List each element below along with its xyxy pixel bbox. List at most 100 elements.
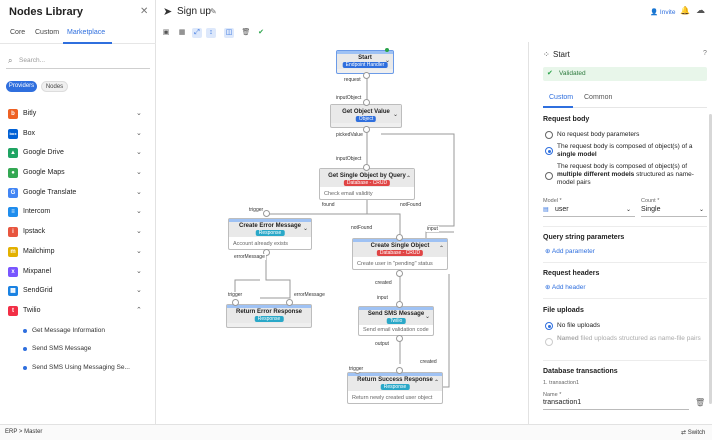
chevron-down-icon[interactable]: ⌄ xyxy=(136,208,142,216)
tab-common-props[interactable]: Common xyxy=(584,94,613,101)
node-start[interactable]: Start Endpoint Handler ⌄ xyxy=(336,48,394,74)
trash-icon[interactable]: 🗑 xyxy=(241,29,251,36)
model-select[interactable]: user xyxy=(555,206,569,213)
port-return-error-message[interactable] xyxy=(286,299,293,306)
provider-node-item[interactable]: Send SMS Using Messaging Se... xyxy=(0,359,156,378)
radio-multiple-models[interactable] xyxy=(545,172,553,180)
cloud-icon[interactable]: ☁ xyxy=(696,5,705,15)
count-select[interactable]: Single xyxy=(641,206,661,213)
add-parameter-button[interactable]: ⊕ Add parameter xyxy=(545,248,595,255)
chevron-down-icon[interactable]: ⌄ xyxy=(136,287,142,295)
vertical-align-icon[interactable]: ↕ xyxy=(206,28,216,38)
chevron-down-icon[interactable]: ⌄ xyxy=(699,207,705,213)
tab-custom-props[interactable]: Custom xyxy=(549,94,574,101)
provider-node-item[interactable]: Get Message Information xyxy=(0,322,156,341)
port-return-success-input[interactable] xyxy=(396,367,403,374)
radio-single-model[interactable] xyxy=(545,147,553,155)
panel-tabs: Custom Common xyxy=(543,90,707,108)
tab-marketplace[interactable]: Marketplace xyxy=(67,29,106,36)
node-create-error-message[interactable]: Create Error Message Response ⌄ Account … xyxy=(228,218,312,250)
transaction-name-input[interactable]: transaction1 xyxy=(543,399,582,406)
port-create-single-in[interactable] xyxy=(396,234,403,241)
drag-handle-icon[interactable]: ⁘ xyxy=(543,50,550,59)
bell-icon[interactable]: 🔔 xyxy=(680,6,690,15)
chevron-down-icon[interactable]: ⌄ xyxy=(136,129,142,137)
chevron-up-icon[interactable]: ⌃ xyxy=(433,380,439,386)
node-return-success-response[interactable]: Return Success Response Response ⌃ Retur… xyxy=(347,372,443,404)
search-input[interactable]: ⌕ Search... xyxy=(6,54,150,69)
node-create-single-object[interactable]: Create Single Object Database - CRUD ⌃ C… xyxy=(352,238,448,270)
chevron-down-icon[interactable]: ⌄ xyxy=(626,207,632,213)
chevron-down-icon[interactable]: ⌄ xyxy=(392,112,398,118)
pencil-icon[interactable]: ✎ xyxy=(210,7,217,16)
chevron-down-icon[interactable]: ⌄ xyxy=(424,314,430,320)
add-header-button[interactable]: ⊕ Add header xyxy=(545,284,586,291)
camera-icon[interactable]: ▣ xyxy=(162,29,170,36)
port-get-value-in[interactable] xyxy=(363,99,370,106)
port-create-error-out[interactable] xyxy=(263,249,270,256)
wire-label-pickedvalue: pickedValue xyxy=(335,132,364,138)
port-start-out[interactable] xyxy=(363,72,370,79)
sidebar-close-icon[interactable]: ✕ xyxy=(140,6,149,17)
chevron-down-icon[interactable]: ⌄ xyxy=(136,149,142,157)
panel-scrollbar[interactable] xyxy=(709,114,712,404)
port-get-single-in[interactable] xyxy=(363,164,370,171)
chevron-down-icon[interactable]: ⌄ xyxy=(302,226,308,232)
port-create-error-in[interactable] xyxy=(263,210,270,217)
port-send-sms-in[interactable] xyxy=(396,301,403,308)
split-view-icon[interactable]: ◫ xyxy=(224,28,234,38)
pill-nodes[interactable]: Nodes xyxy=(41,81,68,92)
tab-core[interactable]: Core xyxy=(10,29,26,36)
radio-no-file-uploads[interactable] xyxy=(545,322,553,330)
tab-custom[interactable]: Custom xyxy=(35,29,60,36)
chevron-down-icon[interactable]: ⌄ xyxy=(136,228,142,236)
node-get-object-value-badge: Object xyxy=(355,116,377,122)
provider-item[interactable]: ≡Intercom⌄ xyxy=(0,203,156,223)
chevron-down-icon[interactable]: ⌄ xyxy=(136,169,142,177)
provider-item[interactable]: ▲Google Drive⌄ xyxy=(0,144,156,164)
provider-item[interactable]: ▦SendGrid⌄ xyxy=(0,282,156,302)
port-get-value-out[interactable] xyxy=(363,126,370,133)
chevron-up-icon[interactable]: ⌃ xyxy=(405,176,411,182)
trash-icon[interactable]: 🗑 xyxy=(695,398,706,407)
breadcrumb[interactable]: ERP > Master xyxy=(5,429,43,435)
node-get-single-object[interactable]: Get Single Object by Query Database - CR… xyxy=(319,168,415,200)
node-send-sms-message[interactable]: Send SMS Message Twilio ⌄ Send email val… xyxy=(358,306,434,336)
chevron-down-icon[interactable]: ⌄ xyxy=(136,247,142,255)
chevron-down-icon[interactable]: ⌄ xyxy=(136,110,142,117)
chevron-up-icon[interactable]: ⌃ xyxy=(136,306,142,314)
chevron-down-icon[interactable]: ⌄ xyxy=(384,58,390,64)
grid-icon[interactable]: ▦ xyxy=(178,29,186,36)
radio-named-uploads[interactable] xyxy=(545,338,553,346)
provider-node-item[interactable]: Send SMS Message xyxy=(0,340,156,359)
chevron-up-icon[interactable]: ⌃ xyxy=(438,246,444,252)
help-icon[interactable]: ? xyxy=(703,50,707,57)
pill-providers[interactable]: Providers xyxy=(6,81,37,92)
port-send-sms-out[interactable] xyxy=(396,335,403,342)
fit-view-icon[interactable]: ⤢ xyxy=(192,28,202,38)
provider-item[interactable]: ●Google Maps⌄ xyxy=(0,164,156,184)
port-return-error-trigger[interactable] xyxy=(232,299,239,306)
invite-button[interactable]: 👤 Invite xyxy=(650,9,676,16)
name-label: Name * xyxy=(543,392,562,398)
radio-no-body[interactable] xyxy=(545,131,553,139)
provider-logo-icon: m xyxy=(8,246,18,257)
switch-button[interactable]: ⇄ Switch xyxy=(681,430,706,436)
flow-canvas[interactable]: Start Endpoint Handler ⌄ request Get Obj… xyxy=(156,42,528,424)
node-create-error-message-badge: Response xyxy=(255,230,285,236)
chevron-down-icon[interactable]: ⌄ xyxy=(136,267,142,275)
node-get-object-value[interactable]: Get Object Value Object ⌄ xyxy=(330,104,402,128)
chevron-down-icon[interactable]: ⌄ xyxy=(136,188,142,196)
wire-label-found: found xyxy=(321,202,336,208)
node-return-error-response[interactable]: Return Error Response Response xyxy=(226,304,312,328)
node-return-success-response-header: Return Success Response Response ⌃ xyxy=(348,373,442,391)
port-create-single-out[interactable] xyxy=(396,270,403,277)
radio-no-file-uploads-label: No file uploads xyxy=(557,322,600,329)
